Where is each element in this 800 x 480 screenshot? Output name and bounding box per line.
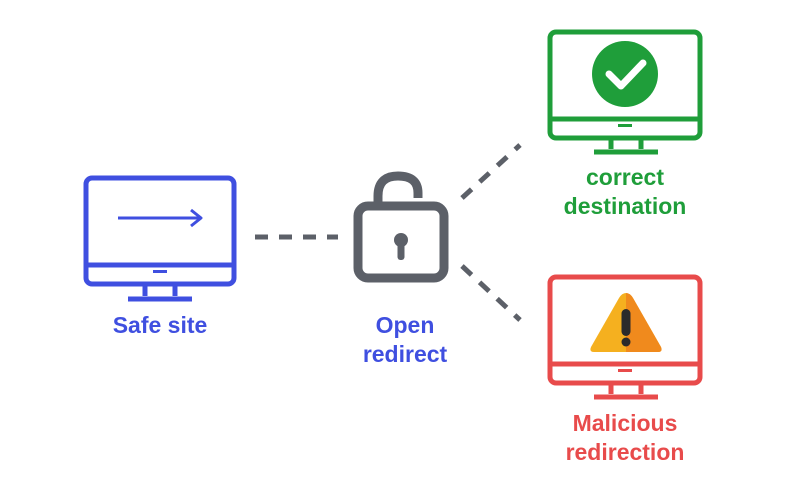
connectors bbox=[255, 143, 522, 322]
malicious-redirection-monitor-icon bbox=[547, 274, 703, 400]
warning-triangle-icon bbox=[590, 293, 662, 352]
safe-site-label: Safe site bbox=[112, 312, 208, 338]
correct-destination-monitor-icon bbox=[547, 29, 703, 155]
safe-site-monitor-icon bbox=[83, 175, 237, 302]
arrow-right-icon bbox=[118, 208, 203, 228]
correct-destination-label: correct destination bbox=[563, 164, 687, 219]
check-circle-icon bbox=[592, 41, 658, 107]
open-redirect-label: Open redirect bbox=[362, 312, 448, 367]
malicious-redirection-label: Malicious redirection bbox=[565, 410, 685, 465]
connector-redirect-to-correct bbox=[460, 143, 522, 200]
unlocked-padlock-icon bbox=[353, 171, 449, 283]
